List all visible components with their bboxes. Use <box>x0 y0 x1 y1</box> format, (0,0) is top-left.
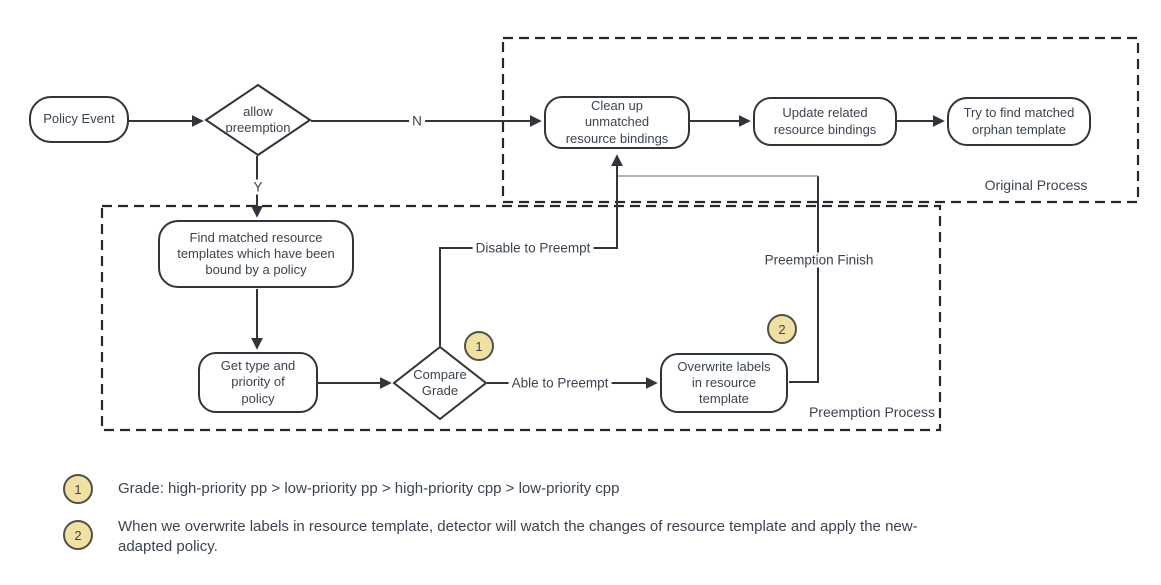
preemption-process-group-border <box>100 204 942 432</box>
node-overwrite-labels-in-resource-template: Overwrite labels in resource template <box>660 353 788 413</box>
footnote-text-2: When we overwrite labels in resource tem… <box>118 518 918 555</box>
edge-disable-to-cleanup <box>439 154 623 346</box>
allow-preemption-diamond <box>204 83 312 157</box>
original-process-group-label: Original Process <box>984 177 1088 193</box>
edge-label-preemption-finish: Preemption Finish <box>761 252 877 268</box>
note-badge-2: 2 <box>767 314 797 344</box>
node-find-matched-resource-templates: Find matched resource templates which ha… <box>158 220 354 288</box>
edge-label-disable-to-preempt: Disable to Preempt <box>472 240 594 256</box>
footnote-text-1: Grade: high-priority pp > low-priority p… <box>118 480 620 497</box>
node-compare-grade-label: Compare Grade <box>413 366 467 398</box>
footnote-badge-1: 1 <box>63 474 93 504</box>
edge-preemption-finish <box>789 176 819 383</box>
edge-label-no: N <box>409 113 425 129</box>
preemption-process-group-label: Preemption Process <box>808 404 936 420</box>
note-badge-1: 1 <box>464 331 494 361</box>
node-update-related-resource-bindings: Update related resource bindings <box>753 97 897 146</box>
node-try-to-find-matched-orphan-template: Try to find matched orphan template <box>947 97 1091 146</box>
compare-grade-diamond <box>392 345 488 421</box>
edge-label-yes: Y <box>250 179 266 195</box>
node-allow-preemption-label: allow preemption <box>225 103 291 135</box>
node-clean-up-unmatched-resource-bindings: Clean up unmatched resource bindings <box>544 96 690 149</box>
edge-label-able-to-preempt: Able to Preempt <box>508 375 612 391</box>
node-get-type-and-priority: Get type and priority of policy <box>198 352 318 413</box>
node-policy-event: Policy Event <box>29 96 129 143</box>
footnote-badge-2: 2 <box>63 520 93 550</box>
